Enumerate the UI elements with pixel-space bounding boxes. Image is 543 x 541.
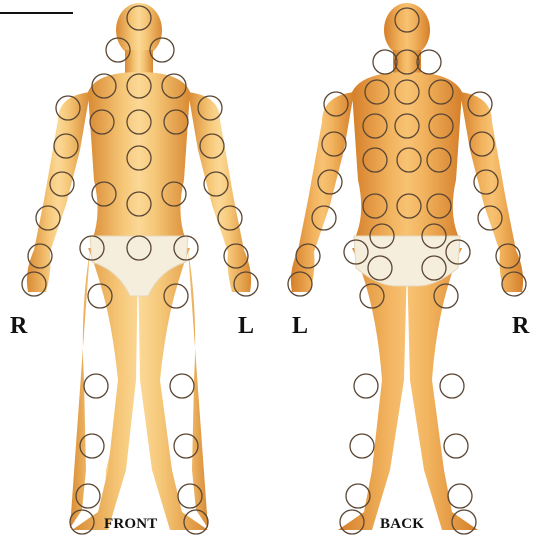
back-view-label: BACK <box>380 517 424 532</box>
back-marker-circle[interactable] <box>444 434 468 458</box>
front-view-label: FRONT <box>104 517 158 532</box>
back-left-side-label: L <box>292 314 308 338</box>
back-head <box>384 3 430 57</box>
back-torso <box>352 72 462 240</box>
back-marker-circle[interactable] <box>354 374 378 398</box>
back-marker-circle[interactable] <box>346 484 370 508</box>
front-body-figure <box>27 3 251 530</box>
back-marker-circle[interactable] <box>448 484 472 508</box>
front-left-arm <box>188 92 251 292</box>
front-right-arm <box>27 92 90 292</box>
front-right-side-label: R <box>10 314 27 338</box>
front-left-side-label: L <box>238 314 254 338</box>
front-torso <box>88 72 190 240</box>
back-body-figure <box>291 3 523 530</box>
front-marker-circle[interactable] <box>84 374 108 398</box>
back-right-side-label: R <box>512 314 529 338</box>
back-marker-circle[interactable] <box>440 374 464 398</box>
back-marker-circle[interactable] <box>350 434 374 458</box>
front-marker-circle[interactable] <box>170 374 194 398</box>
